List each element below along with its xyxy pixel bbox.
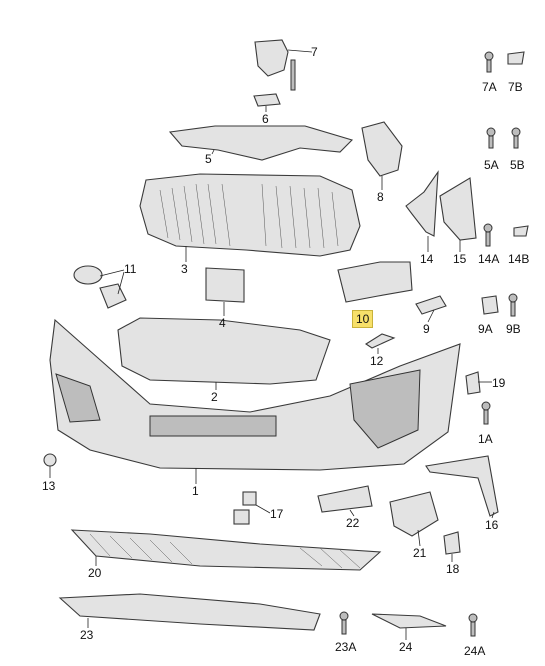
callout-9[interactable]: 9 <box>423 322 430 336</box>
part-1-bumper-cover <box>49 318 461 471</box>
callout-5A[interactable]: 5A <box>484 158 499 172</box>
callout-14A[interactable]: 14A <box>478 252 500 266</box>
part-11-cover <box>99 283 127 309</box>
callout-1[interactable]: 1 <box>192 484 199 498</box>
callout-3[interactable]: 3 <box>181 262 188 276</box>
part-18-cap <box>443 531 461 555</box>
part-19-clip <box>465 371 481 395</box>
part-16-trim-strip <box>425 455 499 517</box>
callout-14B[interactable]: 14B <box>508 252 530 266</box>
callout-22[interactable]: 22 <box>346 516 360 530</box>
part-4-center-bracket <box>205 267 245 303</box>
callout-5[interactable]: 5 <box>205 152 212 166</box>
part-2-grille-surround <box>117 317 331 385</box>
callout-17[interactable]: 17 <box>270 507 284 521</box>
callout-8[interactable]: 8 <box>377 190 384 204</box>
callout-7B[interactable]: 7B <box>508 80 523 94</box>
callout-15[interactable]: 15 <box>453 252 467 266</box>
part-7-bracket <box>254 39 296 91</box>
callout-9A[interactable]: 9A <box>478 322 493 336</box>
callout-2[interactable]: 2 <box>211 390 218 404</box>
part-20-lower-grille <box>70 529 382 571</box>
callout-19[interactable]: 19 <box>492 376 506 390</box>
part-13-sensor <box>43 453 57 467</box>
part-21-fog-grille <box>389 491 439 537</box>
callout-5B[interactable]: 5B <box>510 158 525 172</box>
callout-12[interactable]: 12 <box>370 354 384 368</box>
part-17-clip-a <box>242 491 257 506</box>
part-3-radiator-grille <box>139 173 361 257</box>
callout-4[interactable]: 4 <box>219 316 226 330</box>
part-9-bracket <box>415 295 447 315</box>
callout-23A[interactable]: 23A <box>335 640 357 654</box>
leader-lines <box>49 49 495 640</box>
part-15-deflector <box>439 177 477 241</box>
callout-9B[interactable]: 9B <box>506 322 521 336</box>
callout-10-highlighted[interactable]: 10 <box>352 310 374 328</box>
part-5-upper-trim <box>168 125 354 161</box>
callout-7A[interactable]: 7A <box>482 80 497 94</box>
callout-6[interactable]: 6 <box>262 112 269 126</box>
callout-11[interactable]: 11 <box>124 262 137 276</box>
part-17-clip-b <box>233 509 250 525</box>
callout-21[interactable]: 21 <box>413 546 427 560</box>
callout-14[interactable]: 14 <box>420 252 434 266</box>
part-14-deflector <box>405 170 439 237</box>
callout-24A[interactable]: 24A <box>464 644 486 658</box>
part-10-radar-bracket <box>337 261 413 303</box>
callout-18[interactable]: 18 <box>446 562 460 576</box>
part-11-ring <box>73 265 103 285</box>
callout-24[interactable]: 24 <box>399 640 413 654</box>
part-6-clip <box>253 93 281 107</box>
callout-20[interactable]: 20 <box>88 566 102 580</box>
part-12-cap <box>364 333 396 349</box>
part-23-underbody-guard <box>58 593 321 631</box>
callout-23[interactable]: 23 <box>80 628 94 642</box>
callout-13[interactable]: 13 <box>42 479 56 493</box>
fasteners <box>339 51 529 637</box>
part-24-trim <box>371 613 447 629</box>
callout-1A[interactable]: 1A <box>478 432 493 446</box>
callout-16[interactable]: 16 <box>485 518 499 532</box>
part-22-grille-insert <box>317 485 373 513</box>
part-8-side-bracket <box>361 121 403 177</box>
callout-7[interactable]: 7 <box>311 45 318 59</box>
